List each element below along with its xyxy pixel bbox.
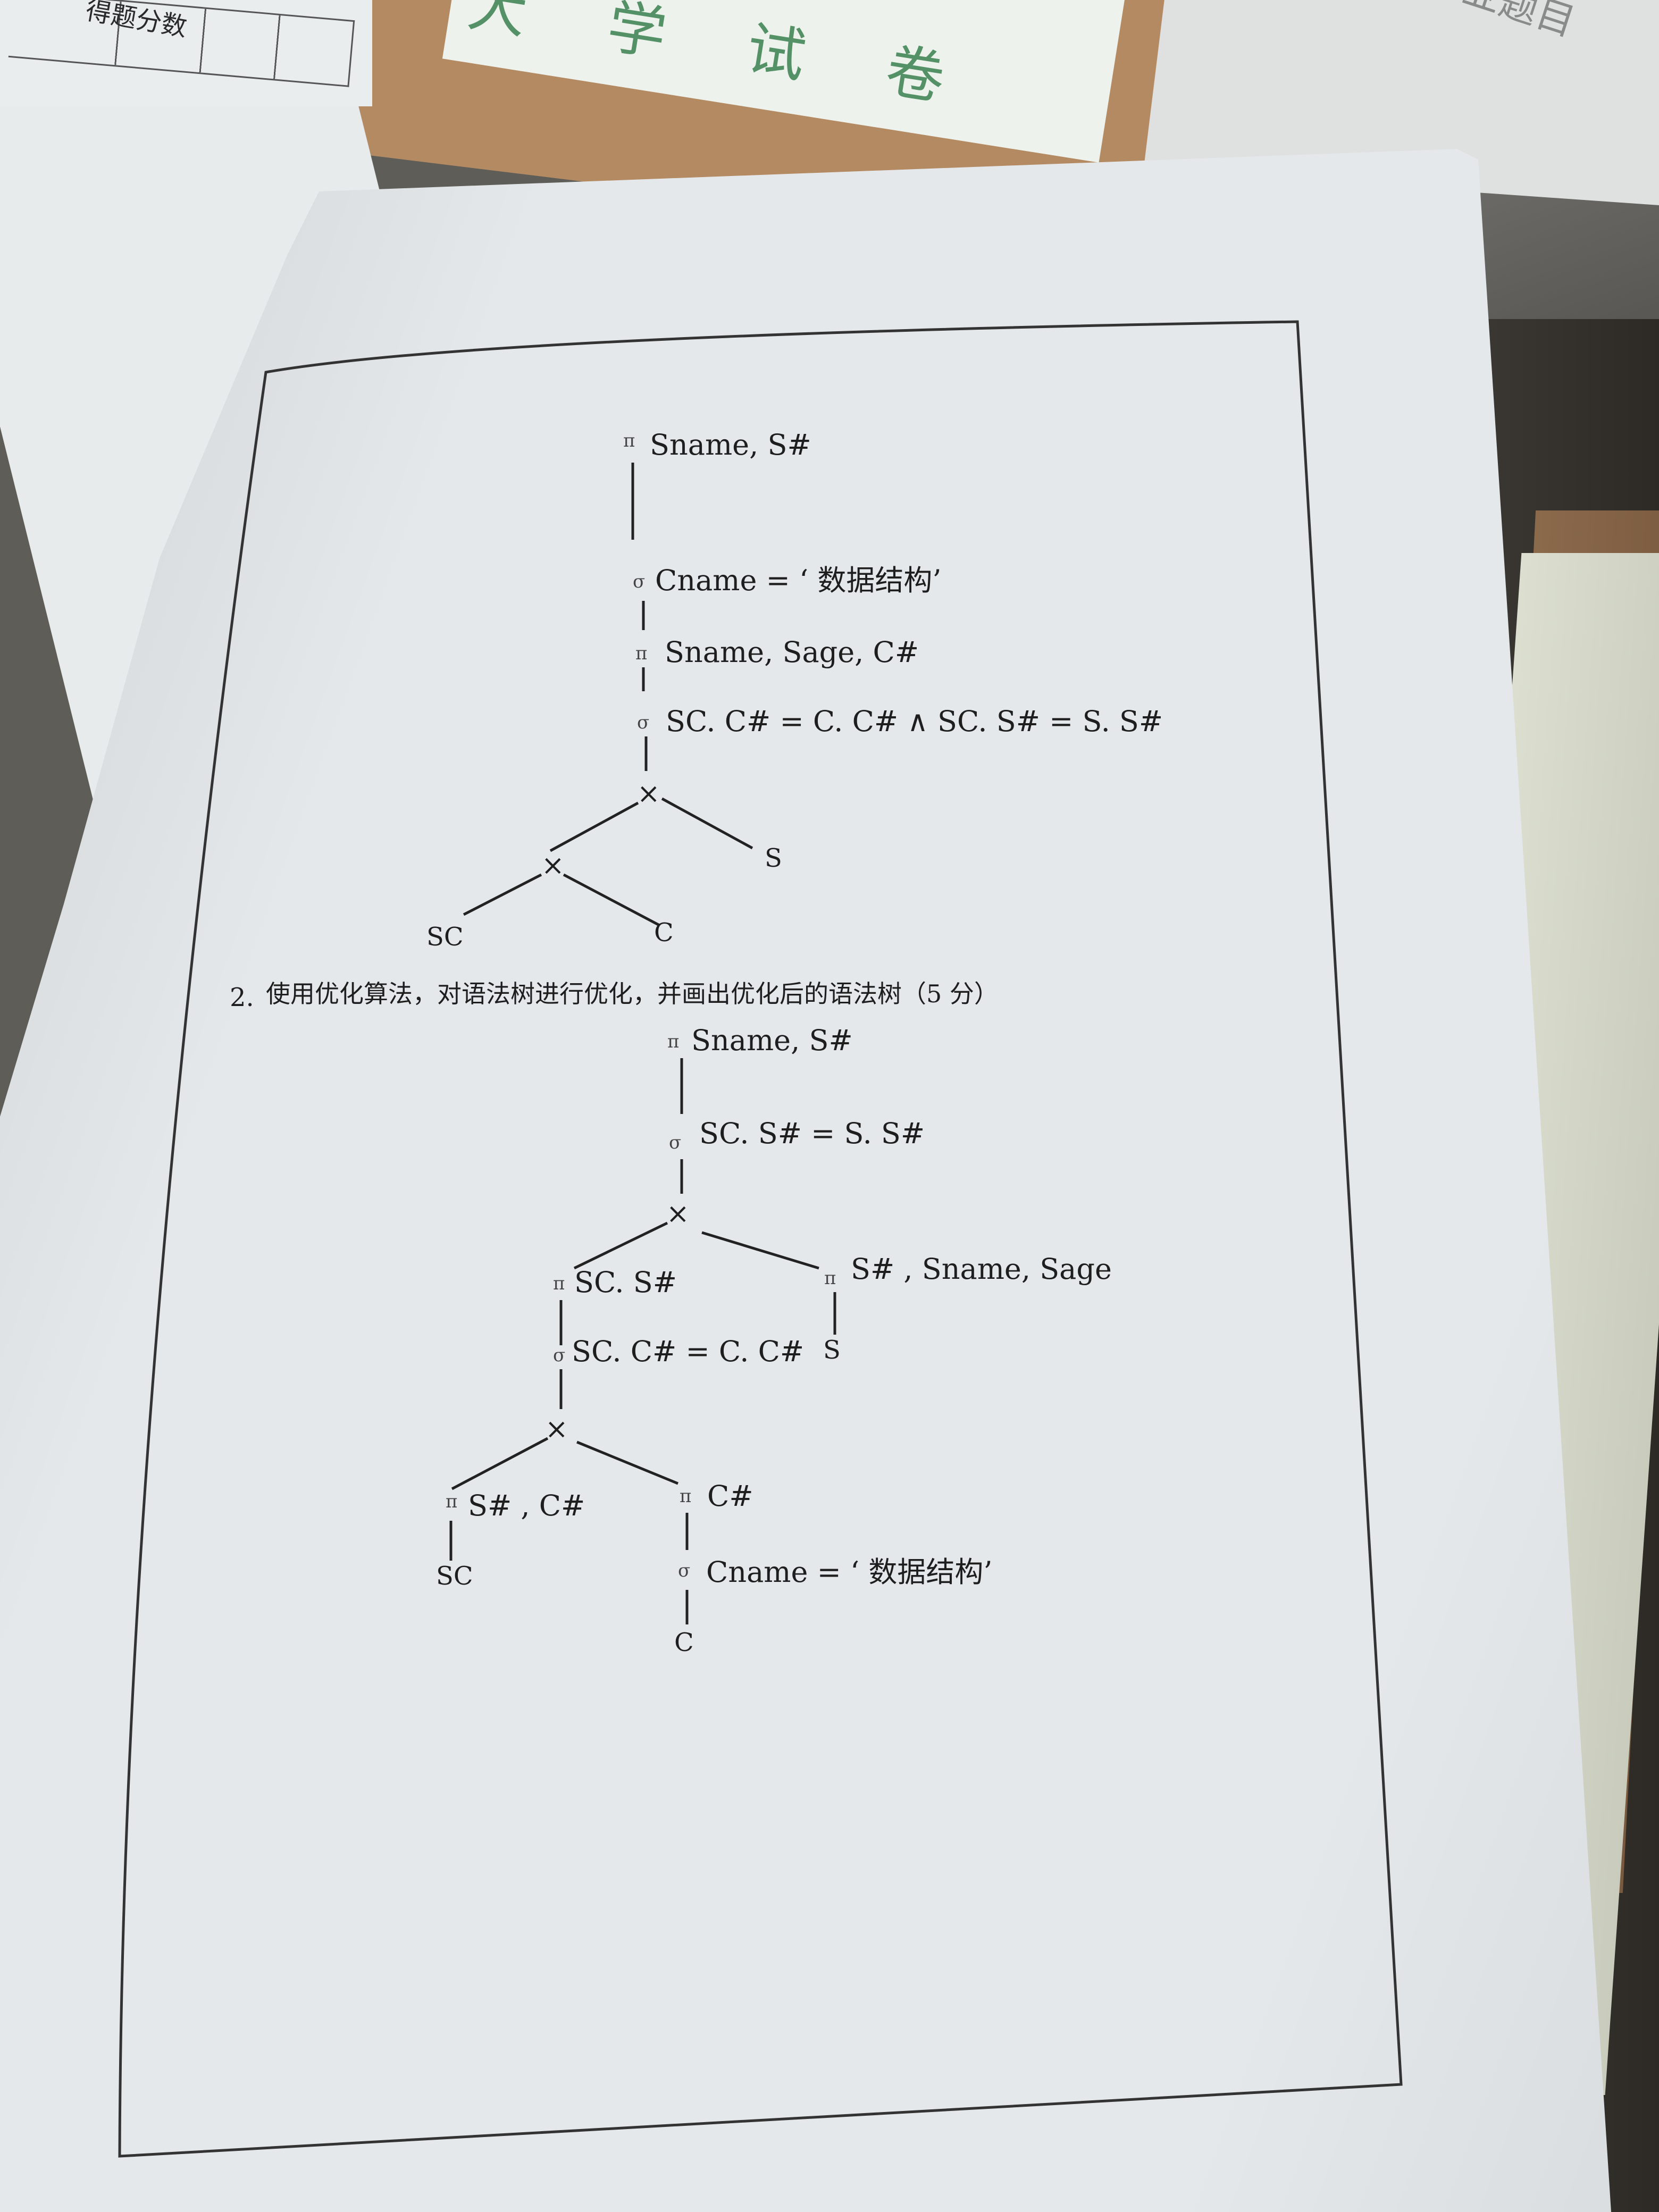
tree2-left-pi-symbol: π [553,1273,565,1294]
tree2-bottom-right-pi-symbol: π [680,1486,691,1507]
tree1-selection-cname: Cname = ‘ 数据结构’ [655,564,942,597]
tree2-bottom-right-selection: Cname = ‘ 数据结构’ [706,1555,993,1589]
tree2-bottom-left-pi-symbol: π [446,1491,457,1512]
tree2-left-sigma-symbol: σ [553,1345,565,1366]
tree1-leaf-sc: SC [426,922,464,952]
tree1-cross-product-lower: × [541,850,565,882]
tree1-sigma-symbol: σ [633,571,645,592]
tree2-left-projection: SC. S# [574,1266,677,1299]
tree2-edge [701,1231,819,1270]
tree1-root-pi-symbol: π [623,430,635,451]
tree2-edge [451,1437,549,1490]
tree2-right-projection: S# , Sname, Sage [851,1252,1112,1286]
tree1-cross-product: × [637,778,660,810]
tree1-edge [463,873,542,916]
tree1-projection-mid: Sname, Sage, C# [665,635,919,669]
tree1-edge [661,797,753,850]
tree1-leaf-c: C [654,918,674,948]
tree1-pi-symbol: π [635,643,647,664]
tree1-sigma-join-symbol: σ [637,712,649,733]
tree2-cross-product: × [666,1198,690,1230]
tree2-root-projection: Sname, S# [691,1024,853,1057]
tree2-bottom-right-leaf: C [674,1628,694,1657]
page-border [118,320,1403,2158]
tree1-edge [563,873,660,927]
tree2-left-selection: SC. C# = C. C# [572,1335,804,1368]
tree2-root-pi-symbol: π [667,1031,679,1052]
tree1-edge [549,801,639,852]
question-text: 使用优化算法，对语法树进行优化，并画出优化后的语法树（5 分） [266,979,999,1008]
tree1-root-projection: Sname, S# [650,428,811,462]
syntax-tree-optimized: π Sname, S# σ SC. S# = S. S# × π SC. S# … [436,1024,1112,1657]
tree2-sigma-symbol: σ [669,1132,681,1153]
tree2-selection-root: SC. S# = S. S# [699,1117,925,1150]
question-number: 2. [230,983,254,1012]
tree2-bottom-left-projection: S# , C# [468,1489,585,1522]
syntax-tree-original: π Sname, S# σ Cname = ‘ 数据结构’ π Sname, S… [426,428,1163,952]
tree2-right-pi-symbol: π [824,1268,836,1289]
score-table: 得题分数 [0,0,372,106]
tree2-edge [576,1440,678,1485]
question-2: 2. 使用优化算法，对语法树进行优化，并画出优化后的语法树（5 分） [230,979,999,1012]
tree2-bottom-right-sigma-symbol: σ [678,1560,690,1581]
tree2-bottom-left-leaf: SC [436,1561,473,1591]
tree2-bottom-right-projection: C# [707,1479,753,1513]
tree2-edge [573,1221,668,1270]
tree1-selection-join: SC. C# = C. C# ∧ SC. S# = S. S# [666,705,1163,738]
tree2-right-leaf: S [823,1335,841,1365]
tree2-cross-product-lower: × [545,1413,568,1445]
tree1-leaf-s: S [765,843,782,873]
